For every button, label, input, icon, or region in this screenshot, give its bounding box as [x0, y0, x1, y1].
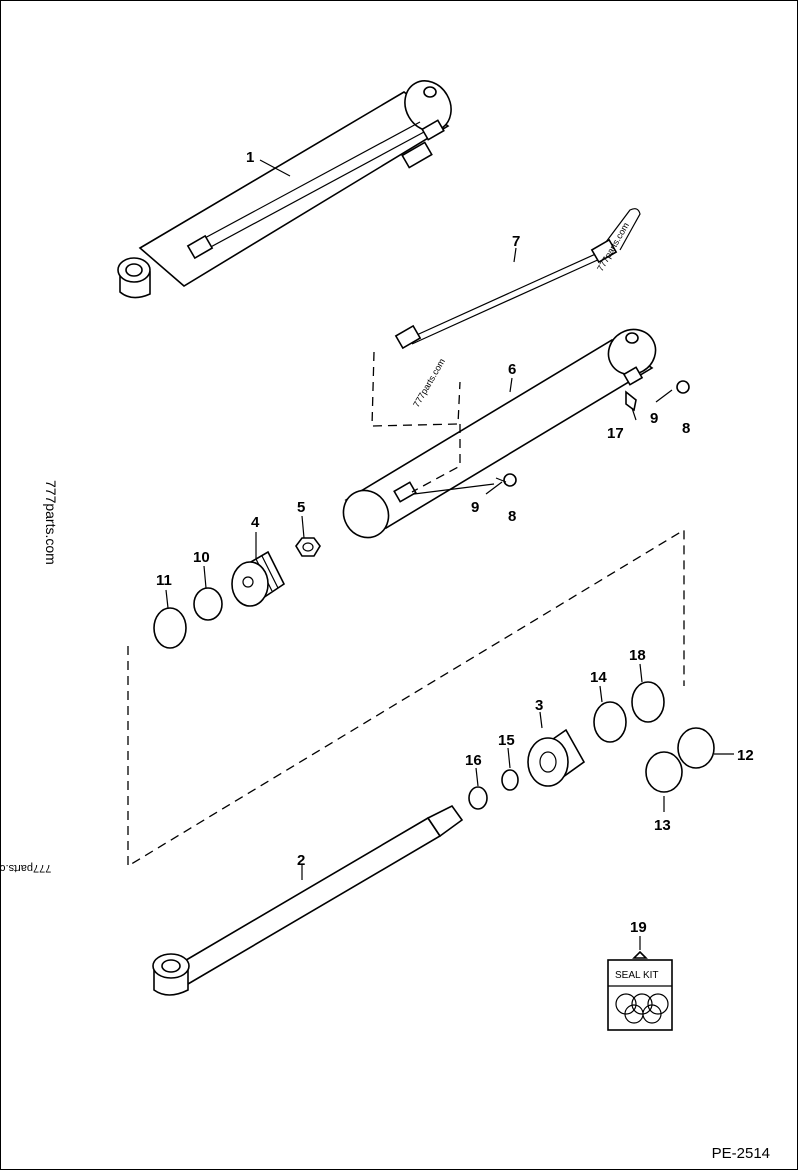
watermark-small-middle: 777parts.com	[411, 357, 447, 409]
part-12-ring	[677, 727, 715, 769]
watermark-edge: 777parts.c	[0, 862, 52, 874]
callout-13: 13	[654, 817, 671, 834]
part-8-plug-upper	[676, 380, 690, 394]
callout-4: 4	[251, 514, 260, 531]
callout-11: 11	[156, 572, 172, 589]
part-18-ring	[631, 681, 665, 723]
part-6-barrel	[342, 328, 657, 539]
part-2-piston-rod	[152, 804, 464, 996]
callout-1: 1	[246, 149, 254, 166]
callout-6: 6	[508, 361, 516, 378]
leader-lines	[165, 159, 734, 950]
part-8-plug-lower	[503, 473, 517, 487]
callout-10: 10	[193, 549, 210, 566]
part-16-ring	[468, 786, 488, 810]
seal-kit-label: SEAL KIT	[615, 970, 659, 981]
callout-8-upper: 8	[682, 420, 690, 437]
dashed-guide-tube	[371, 351, 461, 427]
callout-18: 18	[629, 647, 646, 664]
document-code: PE-2514	[711, 1145, 770, 1162]
callout-17: 17	[607, 425, 624, 442]
part-13-ring	[645, 751, 683, 793]
callout-15: 15	[498, 732, 515, 749]
callout-8-lower: 8	[508, 508, 516, 525]
watermark-vertical: 777parts.com	[43, 480, 59, 565]
part-3-rod-guide	[527, 728, 586, 787]
dashed-guide-fitting	[411, 424, 461, 493]
callout-12: 12	[737, 747, 754, 764]
part-4-piston	[231, 550, 286, 607]
part-14-ring	[593, 701, 627, 743]
callout-2: 2	[297, 852, 305, 869]
callout-3: 3	[535, 697, 543, 714]
part-7-hydraulic-tube	[394, 208, 641, 350]
callout-7: 7	[512, 233, 520, 250]
part-10-ring	[193, 587, 223, 621]
part-11-ring	[153, 607, 187, 649]
callout-9-lower: 9	[471, 499, 479, 516]
callout-16: 16	[465, 752, 482, 769]
callout-19: 19	[630, 919, 647, 936]
part-15-ring	[501, 769, 519, 791]
part-19-seal-kit	[607, 950, 673, 1031]
part-1-cylinder-assembly	[117, 80, 452, 299]
part-5-nut	[295, 537, 321, 557]
callout-5: 5	[297, 499, 305, 516]
callout-14: 14	[590, 669, 607, 686]
dashed-guide-assembly	[127, 528, 685, 868]
callout-9-upper: 9	[650, 410, 658, 427]
